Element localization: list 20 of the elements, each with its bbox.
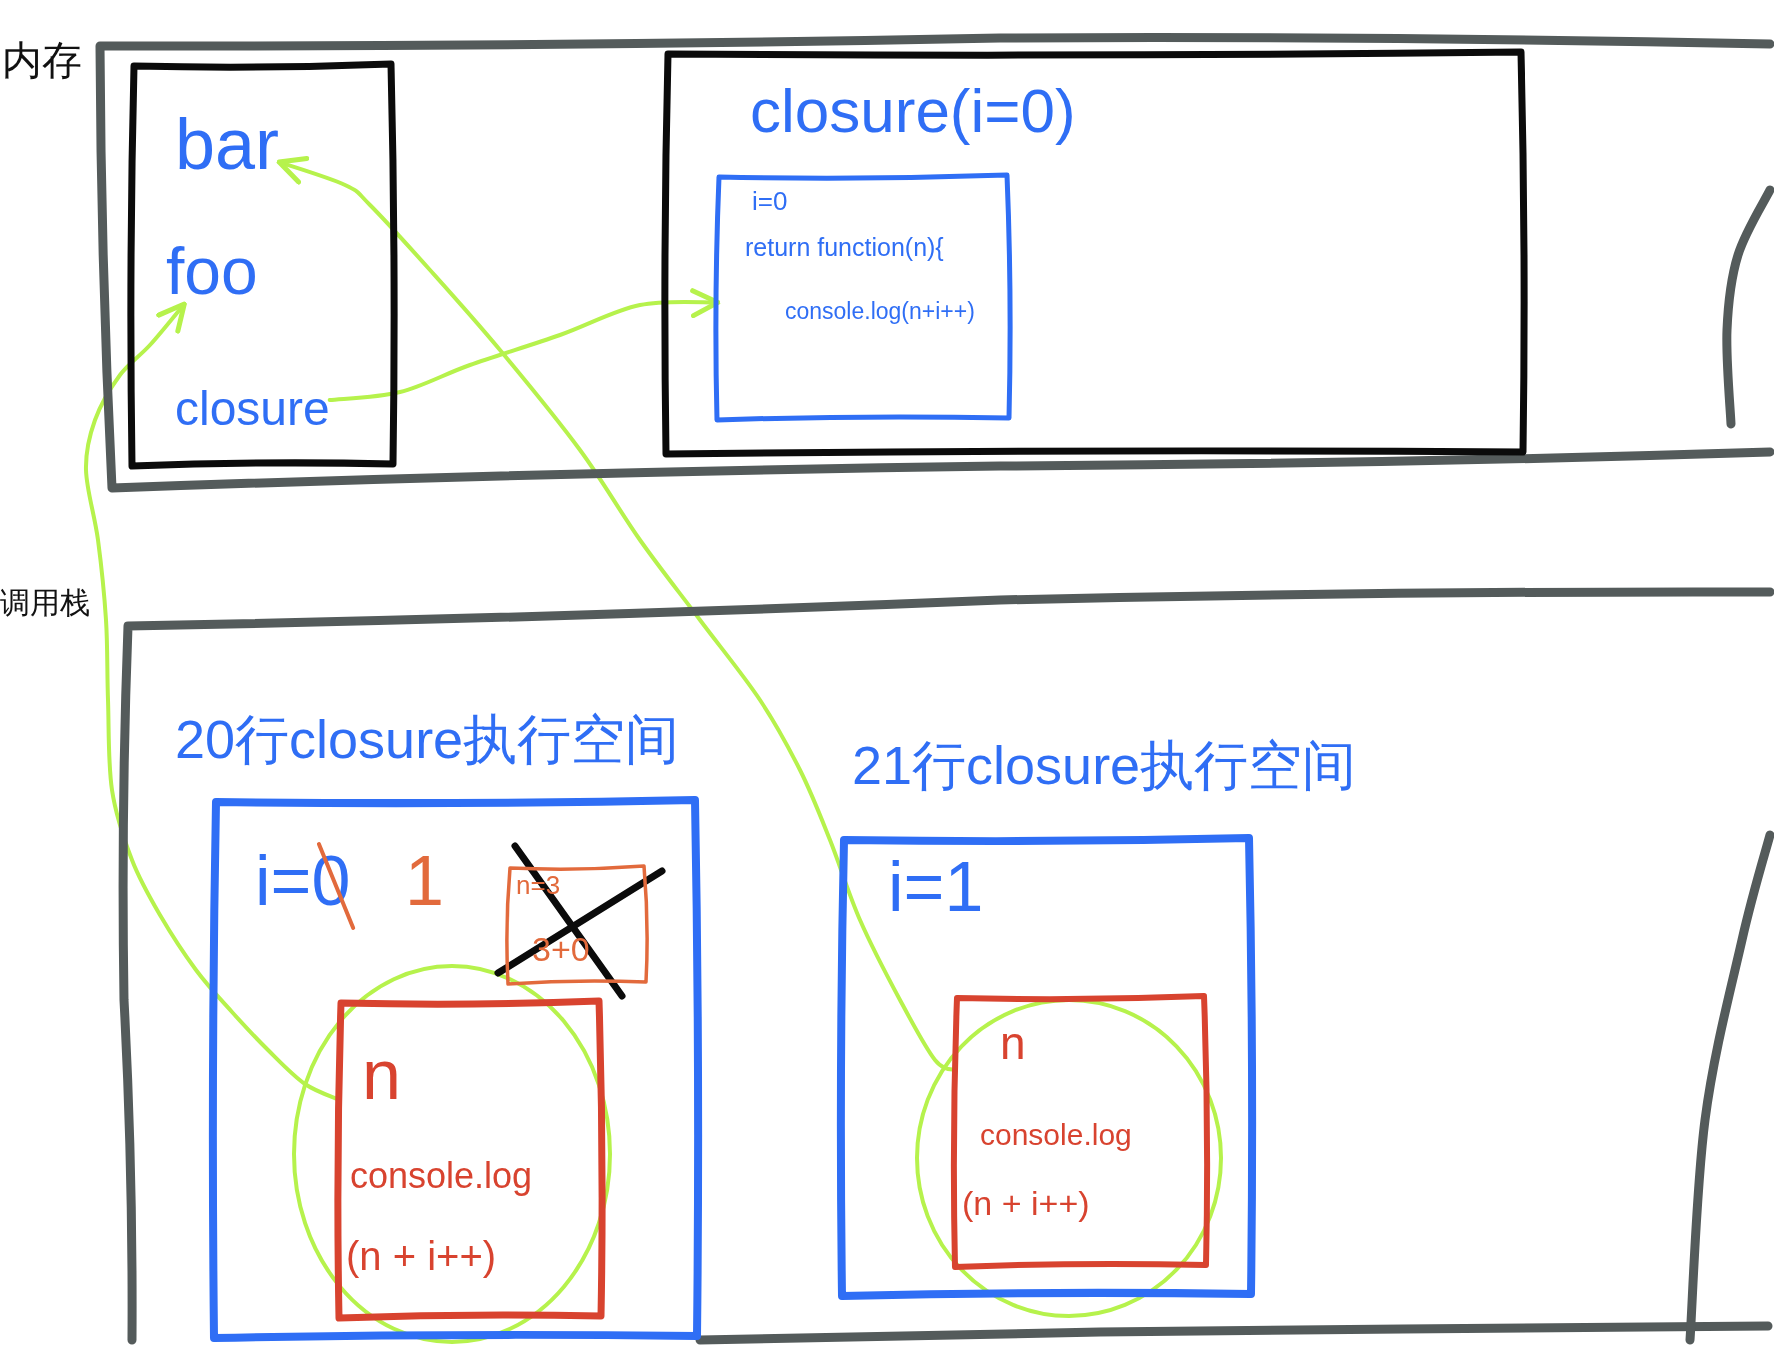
box-title: 21行closure执行空间 (852, 738, 1357, 792)
arrow (327, 287, 721, 403)
code-line: return function(n){ (745, 235, 944, 260)
variable-name: bar (175, 108, 280, 180)
variable-name: closure (175, 385, 330, 433)
box-title: 20行closure执行空间 (175, 712, 680, 766)
code-line: console.log(n+i++) (785, 300, 975, 323)
code-line: i=0 (752, 188, 788, 214)
variable-label: 1 (405, 846, 444, 916)
region-label: 内存 (2, 40, 82, 80)
code-line: 3+0 (532, 932, 590, 966)
variable-label: i=1 (888, 852, 984, 922)
code-line: console.log (350, 1158, 533, 1194)
region-label: 调用栈 (0, 588, 90, 618)
code-line: (n + i++) (346, 1236, 497, 1276)
variable-label: n (362, 1040, 401, 1110)
variable-name: foo (166, 238, 258, 304)
code-line: console.log (980, 1120, 1132, 1150)
variable-label: n (1000, 1020, 1026, 1066)
code-line: (n + i++) (962, 1186, 1090, 1220)
